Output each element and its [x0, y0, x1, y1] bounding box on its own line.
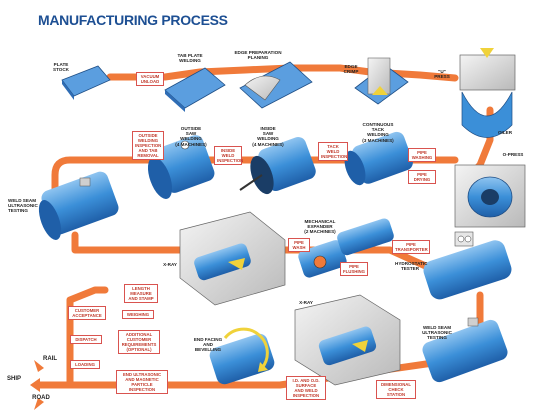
dispatch-box: DISPATCH: [70, 335, 102, 344]
hydrostatic-tester-graphic: [423, 231, 512, 300]
xray-top-label: X-RAY: [163, 262, 177, 267]
end-facing-label: END FACING AND BEVELLING: [193, 337, 223, 353]
u-press-graphic: [459, 48, 516, 138]
pipe-wash-box: PIPE WASH: [288, 238, 310, 252]
additional-customer-box: ADDITIONAL CUSTOMER REQUIREMENTS (OPTION…: [118, 330, 160, 354]
length-measure-box: LENGTH MEASURE AND STAMP: [124, 284, 158, 303]
tab-plate-label: TAB PLATE WELDING: [177, 53, 203, 64]
rail-label: RAIL: [43, 356, 57, 362]
vacuum-unload-box: VACUUM UNLOAD: [136, 72, 164, 86]
weld-seam-left-label: WELD SEAM ULTRASONIC TESTING: [8, 198, 38, 214]
page-title: MANUFACTURING PROCESS: [38, 12, 228, 28]
outside-saw-label: OUTSIDE SAW WELDING (4 MACHINES): [175, 126, 207, 147]
cont-tack-label: CONTINUOUS TACK WELDING (3 MACHINES): [362, 122, 394, 143]
plate-stock-label: PLATE STOCK: [53, 62, 69, 73]
pipe-transporter-box: PIPE TRANSPORTER: [392, 240, 430, 254]
outside-welding-inspection-box: OUTSIDE WELDING INSPECTION AND TAB REMOV…: [132, 131, 164, 160]
u-press-label: "U" PRESS: [434, 69, 450, 80]
inside-weld-inspection-box: INSIDE WELD INSPECTION: [214, 146, 243, 165]
edge-crimp-graphic: [354, 57, 409, 105]
dimensional-check-box: DIMENSIONAL CHECK STATION: [376, 380, 416, 399]
tack-welding-pipe: [344, 131, 413, 186]
tab-plate-welding-graphic: [164, 67, 226, 112]
end-facing-graphic: [209, 327, 275, 385]
outside-saw-pipe: [147, 135, 215, 199]
mechanical-expander-graphic: [298, 218, 394, 278]
road-label: ROAD: [32, 395, 50, 401]
pipe-flushing-box: PIPE FLUSHING: [340, 262, 368, 276]
xray-bottom-graphic: [294, 294, 401, 386]
pipe-drying-box: PIPE DRYING: [408, 170, 436, 184]
weld-seam-left-pipe: [38, 171, 119, 240]
loading-box: LOADING: [70, 360, 100, 369]
ship-label: SHIP: [6, 376, 21, 382]
mech-expander-label: MECHANICAL EXPANDER (2 MACHINES): [304, 219, 336, 235]
edge-prep-graphic: [239, 61, 313, 109]
weld-seam-right-label: WELD SEAM ULTRASONIC TESTING: [422, 325, 452, 341]
tack-weld-inspection-box: TACK WELD INSPECTION: [318, 142, 348, 161]
id-od-surface-box: I.D. AND O.D. SURFACE AND WELD INSPECTIO…: [286, 376, 326, 400]
weighing-box: WEIGHING: [122, 310, 154, 319]
xray-top-graphic: [179, 211, 286, 306]
inside-saw-pipe: [239, 137, 316, 195]
edge-prep-label: EDGE PREPARATION PLANING: [234, 50, 282, 61]
hydrostatic-label: HYDROSTATIC TESTER: [395, 261, 428, 272]
weld-seam-right-pipe: [422, 317, 508, 383]
xray-bottom-label: X-RAY: [299, 300, 313, 305]
customer-acceptance-box: CUSTOMER ACCEPTANCE: [68, 306, 106, 320]
plate-stock-graphic: [61, 65, 111, 100]
edge-crimp-label: EDGE CRIMP: [343, 64, 359, 75]
o-press-label: O-PRESS: [502, 152, 524, 157]
inside-saw-label: INSIDE SAW WELDING (4 MACHINES): [252, 126, 284, 147]
end-ultrasonic-box: END ULTRASONIC AND MAGNETIC PARTICLE INS…: [116, 370, 168, 394]
o-press-graphic: [454, 164, 526, 228]
oiler-label: OILER: [497, 130, 513, 135]
pipe-washing-box: PIPE WASHING: [408, 148, 436, 162]
